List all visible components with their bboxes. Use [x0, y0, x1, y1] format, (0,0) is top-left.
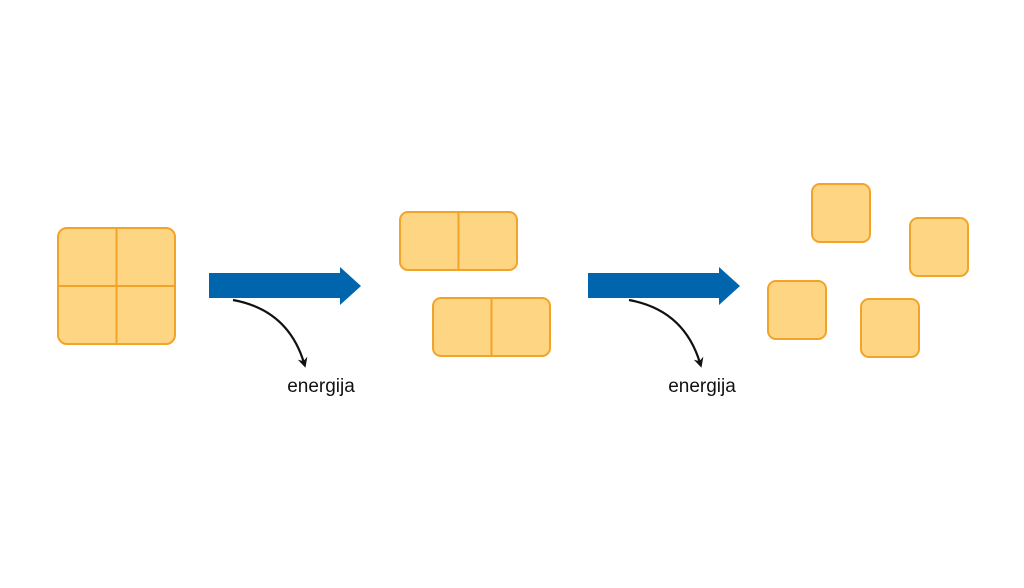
energy-label-1: energija — [287, 376, 355, 397]
stage-halves — [399, 211, 551, 357]
quarter-block-4 — [860, 298, 920, 358]
quarter-block-1 — [811, 183, 871, 243]
energy-release-arrow-2 — [628, 298, 704, 368]
process-step-1: energija — [209, 267, 361, 397]
stage-whole-block — [57, 227, 176, 345]
process-arrow-2 — [588, 267, 740, 305]
quarter-block-2 — [909, 217, 969, 277]
energy-release-arrow-1 — [232, 298, 308, 368]
quarter-block-3 — [767, 280, 827, 340]
process-step-2: energija — [588, 267, 740, 397]
process-arrow-1 — [209, 267, 361, 305]
stage-quarters — [767, 183, 969, 358]
energy-label-2: energija — [668, 376, 736, 397]
